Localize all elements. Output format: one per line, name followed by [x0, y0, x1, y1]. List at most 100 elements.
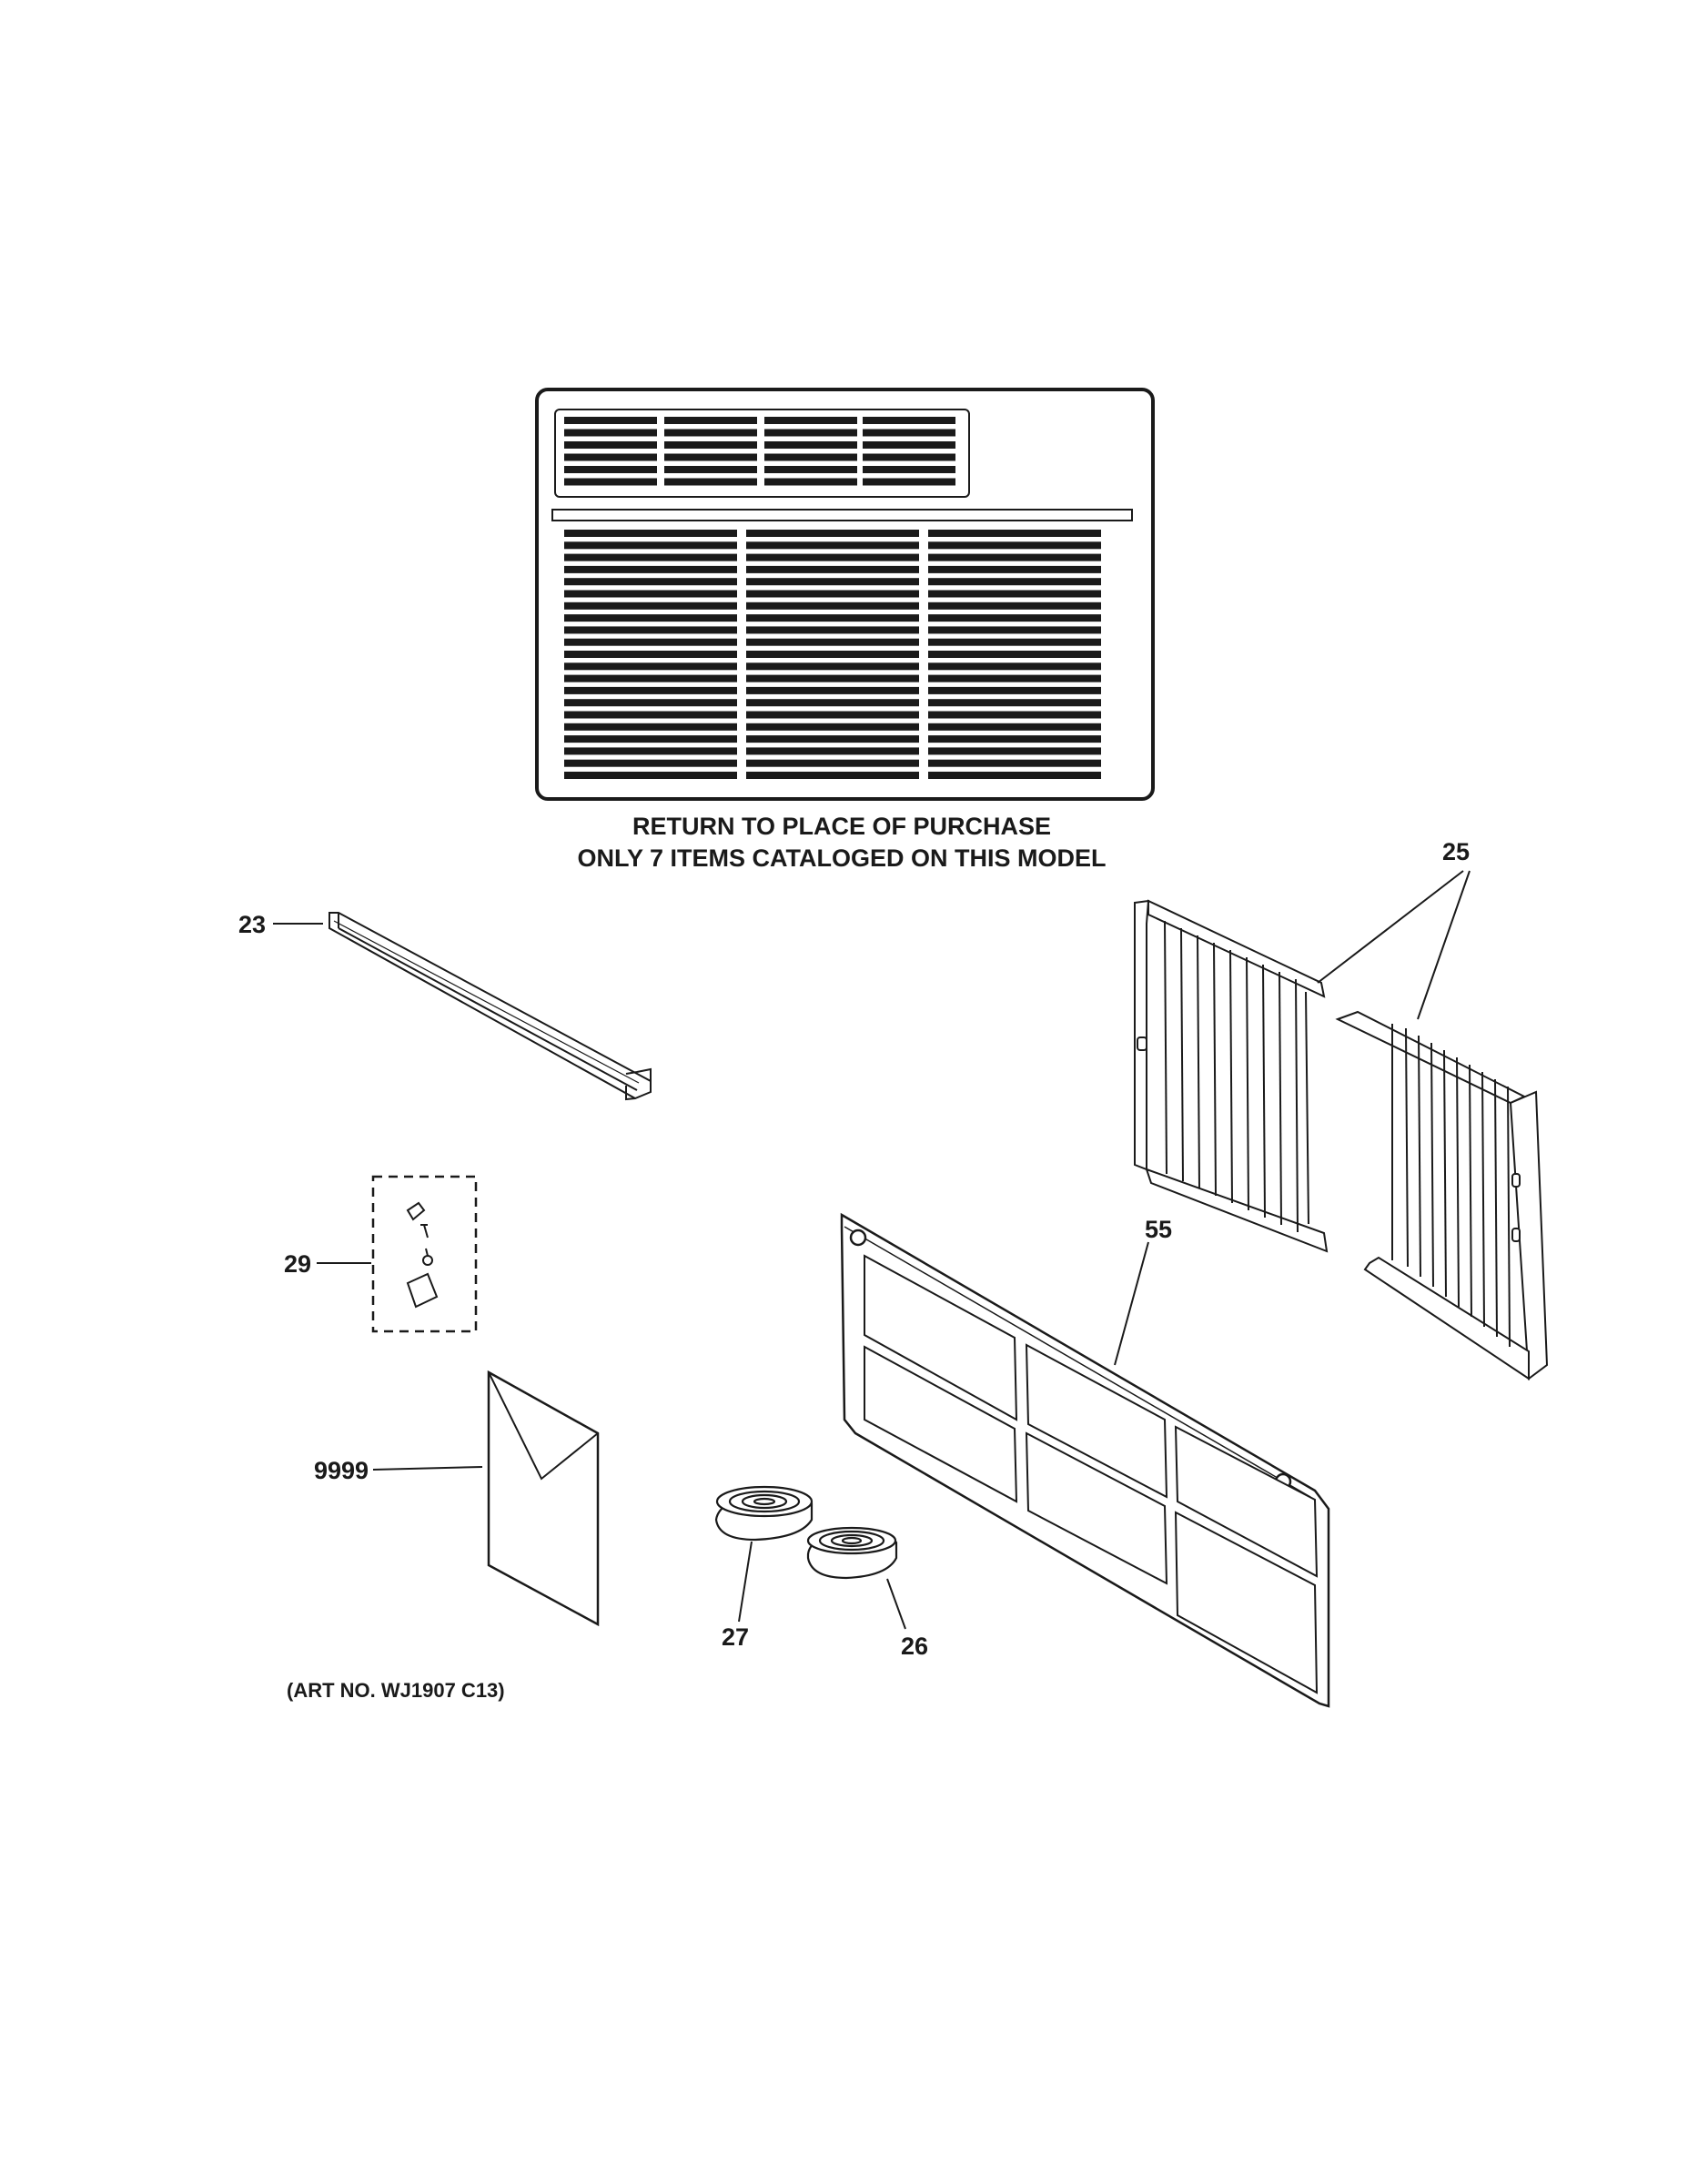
louver-bar	[564, 590, 737, 598]
callout-23: 23	[238, 911, 266, 938]
louver-bar	[664, 429, 757, 437]
louver-bar	[564, 441, 657, 449]
art-number: (ART NO. WJ1907 C13)	[287, 1679, 505, 1702]
louver-bar	[746, 662, 919, 671]
leader-25-a	[1317, 870, 1464, 984]
main-louvers	[564, 530, 1101, 779]
louver-bar	[564, 602, 737, 610]
louver-bar	[928, 626, 1101, 634]
callout-26: 26	[901, 1633, 928, 1660]
louver-bar	[564, 530, 737, 537]
louver-bar	[564, 711, 737, 719]
part-9999-manual	[487, 1370, 600, 1627]
louver-bar	[746, 626, 919, 634]
curtain-slat	[1213, 942, 1217, 1197]
louver-bar	[564, 674, 737, 682]
curtain-slat	[1229, 949, 1233, 1204]
louver-bar	[746, 674, 919, 682]
louver-bar	[746, 553, 919, 561]
louver-bar	[928, 565, 1101, 573]
curtain-slat	[1418, 1035, 1421, 1278]
louver-bar	[564, 478, 657, 486]
louver-bar	[564, 541, 737, 550]
note-line-2: ONLY 7 ITEMS CATALOGED ON THIS MODEL	[577, 844, 1106, 872]
upper-louvers	[564, 417, 955, 486]
louver-bar	[564, 626, 737, 634]
louver-bar	[764, 417, 857, 424]
louver-bar	[746, 759, 919, 767]
louver-bar	[564, 417, 657, 424]
part-29-hardware-kit	[371, 1175, 478, 1333]
louver-bar	[564, 614, 737, 622]
louver-bar	[928, 541, 1101, 550]
louver-bar	[746, 723, 919, 731]
louver-bar	[564, 453, 657, 461]
part-23-rail	[329, 912, 652, 1101]
louver-bar	[928, 651, 1101, 658]
curtain-slat	[1456, 1057, 1460, 1308]
louver-bar	[564, 772, 737, 779]
curtain-slat	[1494, 1078, 1498, 1338]
louver-bar	[564, 686, 737, 694]
curtain-slat	[1430, 1042, 1434, 1288]
louver-bar	[664, 466, 757, 473]
louver-bar	[664, 441, 757, 449]
louver-bar	[928, 602, 1101, 610]
curtain-slat	[1469, 1064, 1472, 1318]
louver-bar	[746, 735, 919, 743]
louver-bar	[928, 699, 1101, 707]
louver-bar	[863, 478, 955, 486]
louver-bar	[928, 590, 1101, 598]
curtain-slat	[1180, 927, 1184, 1182]
louver-bar	[664, 478, 757, 486]
louver-bar	[564, 662, 737, 671]
part-26-foam-pad	[806, 1526, 898, 1580]
louver-bar	[664, 453, 757, 461]
louver-bar	[564, 723, 737, 731]
louver-bar	[564, 553, 737, 561]
louver-bar	[928, 759, 1101, 767]
louver-bar	[928, 674, 1101, 682]
curtain-slat	[1507, 1086, 1511, 1348]
louver-bar	[746, 711, 919, 719]
louver-bar	[746, 590, 919, 598]
louver-bar	[664, 417, 757, 424]
louver-bar	[746, 602, 919, 610]
louver-bar	[928, 723, 1101, 731]
curtain-slat	[1279, 971, 1282, 1226]
louver-bar	[764, 466, 857, 473]
louver-bar	[746, 638, 919, 646]
louver-bar	[764, 441, 857, 449]
louver-bar	[928, 772, 1101, 779]
louver-bar	[564, 759, 737, 767]
note-line-1: RETURN TO PLACE OF PURCHASE	[632, 813, 1051, 840]
louver-bar	[746, 565, 919, 573]
callout-29: 29	[284, 1250, 311, 1278]
louver-bar	[746, 772, 919, 779]
louver-bar	[746, 747, 919, 755]
louver-bar	[928, 553, 1101, 561]
louver-bar	[863, 466, 955, 473]
louver-bar	[928, 662, 1101, 671]
louver-bar	[863, 417, 955, 424]
leader-9999	[372, 1466, 483, 1471]
part-55-air-filter	[840, 1212, 1330, 1708]
curtain-slat	[1481, 1071, 1485, 1328]
louver-bar	[746, 614, 919, 622]
callout-55: 55	[1145, 1216, 1172, 1243]
louver-bar	[746, 699, 919, 707]
louver-bar	[764, 453, 857, 461]
louver-bar	[746, 686, 919, 694]
louver-bar	[764, 478, 857, 486]
screw-icon	[406, 1201, 439, 1309]
louver-bar	[746, 530, 919, 537]
louver-bar	[564, 699, 737, 707]
louver-bar	[564, 565, 737, 573]
louver-bar	[746, 541, 919, 550]
leader-27	[738, 1541, 753, 1623]
curtain-slat	[1262, 964, 1266, 1218]
curtain-slat	[1443, 1049, 1447, 1298]
louver-bar	[564, 429, 657, 437]
callout-9999: 9999	[314, 1457, 369, 1484]
